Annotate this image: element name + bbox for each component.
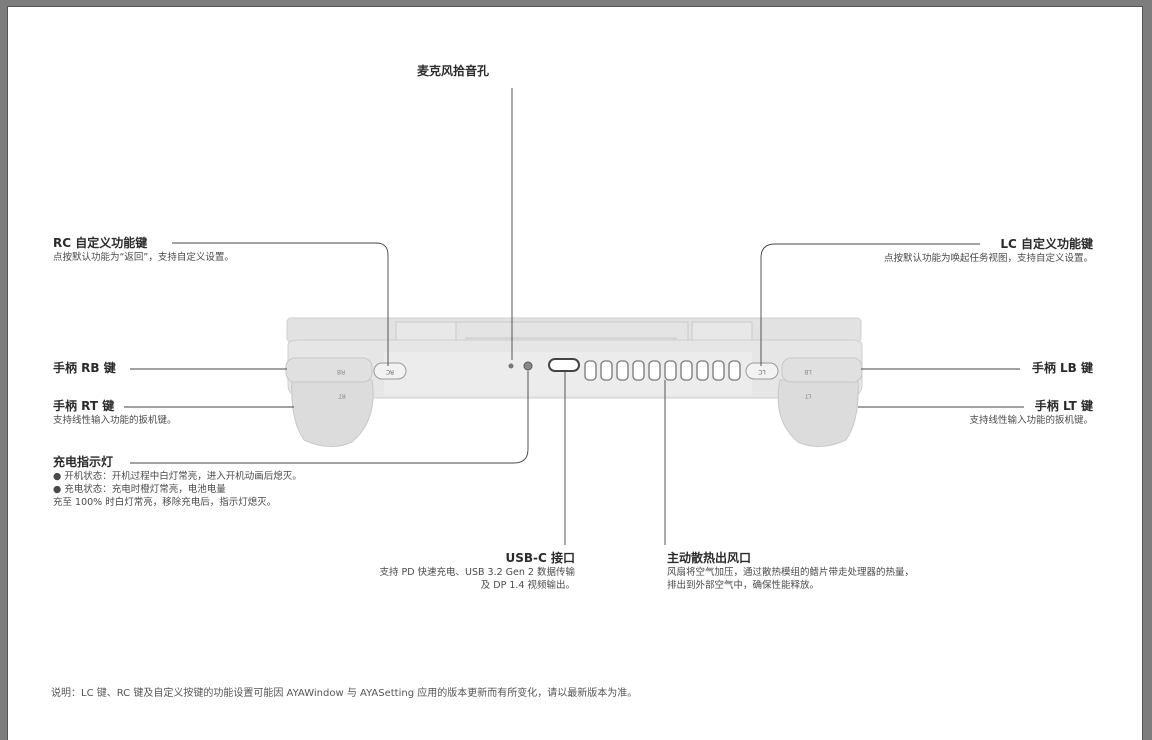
document-page: [7, 6, 1143, 740]
rt-title: 手柄 RT 键: [53, 399, 115, 413]
rt-annotation: 手柄 RT 键 支持线性输入功能的扳机键。: [53, 399, 177, 427]
lb-title: 手柄 LB 键: [1031, 361, 1093, 375]
rc-annotation: RC 自定义功能键 点按默认功能为“返回”，支持自定义设置。: [53, 236, 234, 264]
led-annotation: 充电指示灯 ● 开机状态：开机过程中白灯常亮，进入开机动画后熄灭。 ● 充电状态…: [53, 455, 302, 509]
lt-desc: 支持线性输入功能的扳机键。: [969, 415, 1093, 426]
footnote: 说明：LC 键、RC 键及自定义按键的功能设置可能因 AYAWindow 与 A…: [51, 688, 638, 699]
usbc-line1: 支持 PD 快速充电、USB 3.2 Gen 2 数据传输: [379, 567, 575, 578]
vent-line2: 排出到外部空气中，确保性能释放。: [667, 580, 820, 591]
mic-annotation: 麦克风拾音孔: [417, 64, 489, 79]
lt-annotation: 手柄 LT 键 支持线性输入功能的扳机键。: [969, 399, 1093, 427]
vent-title: 主动散热出风口: [667, 551, 752, 565]
lc-desc: 点按默认功能为唤起任务视图，支持自定义设置。: [883, 253, 1093, 264]
rb-title: 手柄 RB 键: [53, 361, 116, 375]
lc-annotation: LC 自定义功能键 点按默认功能为唤起任务视图，支持自定义设置。: [884, 237, 1093, 265]
mic-title: 麦克风拾音孔: [417, 64, 490, 78]
led-line1: ● 开机状态：开机过程中白灯常亮，进入开机动画后熄灭。: [53, 471, 302, 482]
rc-title: RC 自定义功能键: [53, 236, 148, 250]
usbc-title: USB-C 接口: [505, 551, 576, 565]
rc-desc: 点按默认功能为“返回”，支持自定义设置。: [53, 252, 234, 263]
led-line2: ● 充电状态：充电时橙灯常亮，电池电量: [53, 484, 226, 495]
lc-title: LC 自定义功能键: [1000, 237, 1093, 251]
vent-line1: 风扇将空气加压，通过散热模组的鳍片带走处理器的热量，: [667, 567, 915, 578]
vent-annotation: 主动散热出风口 风扇将空气加压，通过散热模组的鳍片带走处理器的热量， 排出到外部…: [667, 551, 914, 592]
usbc-annotation: USB-C 接口 支持 PD 快速充电、USB 3.2 Gen 2 数据传输 及…: [379, 551, 575, 592]
led-line3: 充至 100% 时白灯常亮，移除充电后，指示灯熄灭。: [53, 497, 277, 508]
usbc-line2: 及 DP 1.4 视频输出。: [480, 580, 575, 591]
rt-desc: 支持线性输入功能的扳机键。: [53, 415, 177, 426]
lb-annotation: 手柄 LB 键: [1032, 361, 1093, 376]
rb-annotation: 手柄 RB 键: [53, 361, 116, 376]
lt-title: 手柄 LT 键: [1034, 399, 1093, 413]
led-title: 充电指示灯: [53, 455, 114, 469]
